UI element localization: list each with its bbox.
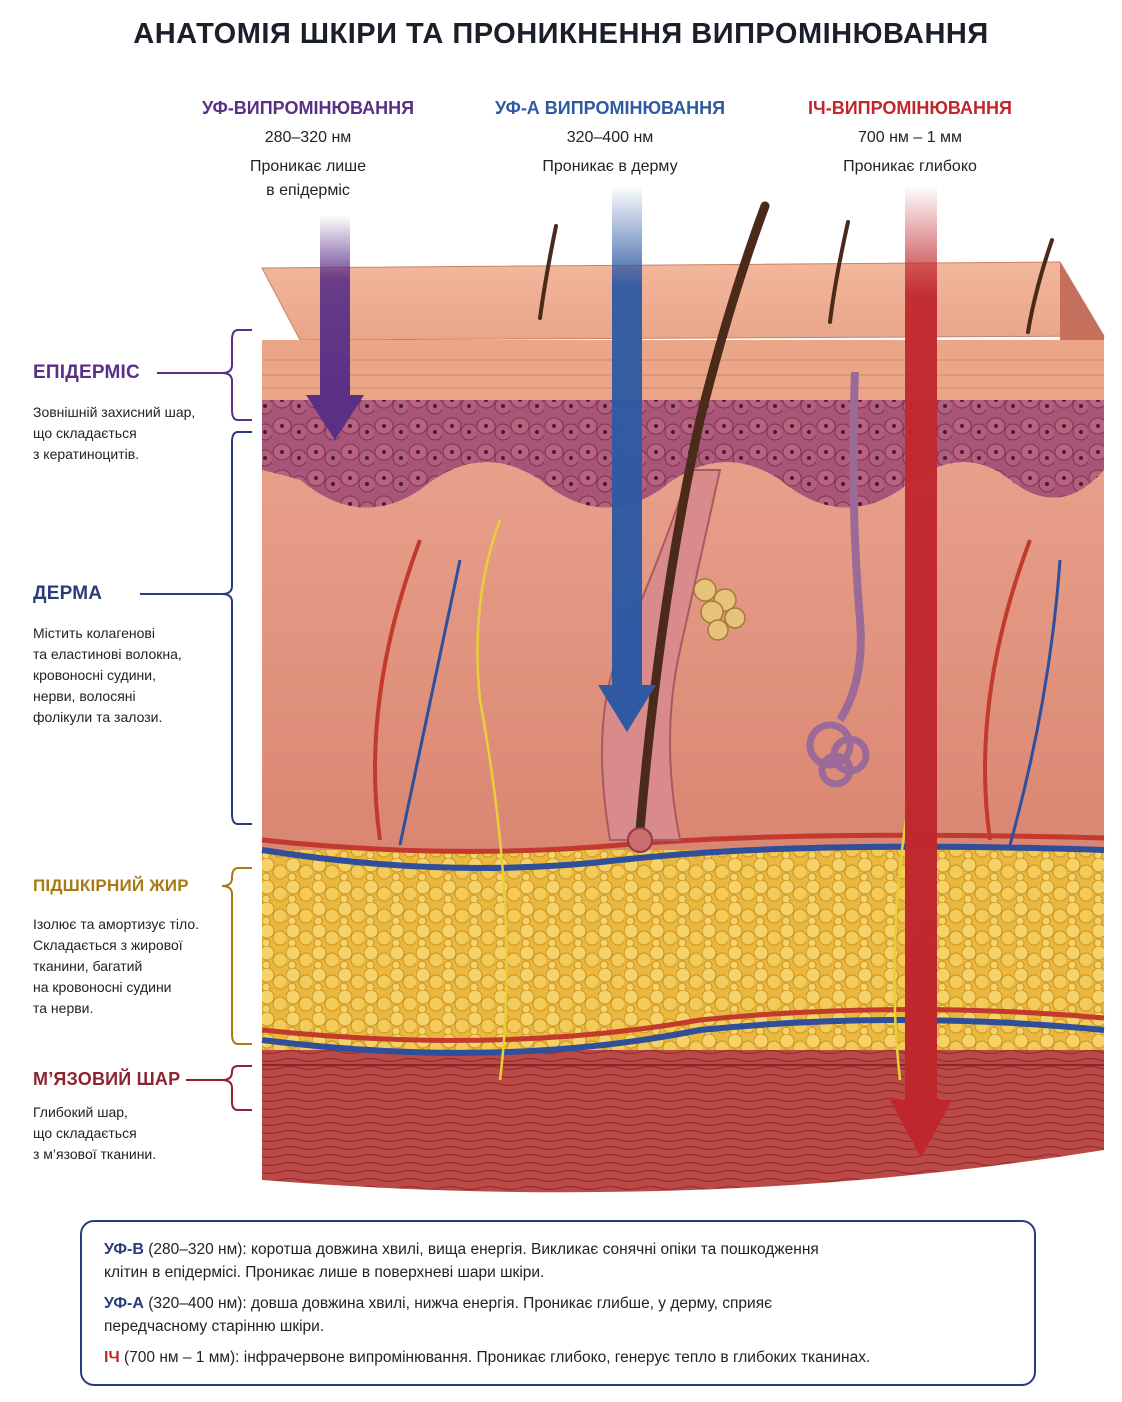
epidermis-bracket <box>157 329 252 421</box>
uva-arrow <box>598 185 656 732</box>
layer-name: М’ЯЗОВИЙ ШАР <box>33 1069 181 1089</box>
layer-desc-line: кровоносні судини, <box>33 667 156 683</box>
layer-desc-line: Містить колагенові <box>33 625 155 641</box>
layer-subcutaneous-fat: ПІДШКІРНИЙ ЖИР Ізолює та амортизує тіло.… <box>33 876 233 1019</box>
layer-desc-line: тканини, багатий <box>33 958 143 974</box>
legend-uva: УФ-А (320–400 нм): довша довжина хвилі, … <box>104 1292 1012 1338</box>
layer-desc-line: та нерви. <box>33 1000 94 1016</box>
layer-desc-line: що складається <box>33 1125 137 1141</box>
skin-diagram <box>140 185 1105 1193</box>
uvb-name: УФ-ВИПРОМІНЮВАННЯ <box>201 98 415 118</box>
layer-desc-line: Глибокий шар, <box>33 1104 128 1120</box>
layer-name: ЕПІДЕРМІС <box>33 362 140 383</box>
legend-text: клітин в епідермісі. Проникає лише в пов… <box>104 1264 545 1281</box>
layer-desc: Містить колагенові та еластинові волокна… <box>33 623 233 728</box>
legend-text: (320–400 нм): довша довжина хвилі, нижча… <box>143 1295 773 1312</box>
layer-name: ПІДШКІРНИЙ ЖИР <box>33 876 189 895</box>
layer-muscle: М’ЯЗОВИЙ ШАР Глибокий шар, що складаєтьс… <box>33 1069 233 1165</box>
layer-desc-line: та еластинові волокна, <box>33 646 182 662</box>
layer-desc-line: фолікули та залози. <box>33 709 163 725</box>
layer-name: ДЕРМА <box>33 583 103 604</box>
uvb-range: 280–320 нм <box>264 129 352 146</box>
ir-name: ІЧ-ВИПРОМІНЮВАННЯ <box>808 98 1012 118</box>
ir-range: 700 нм – 1 мм <box>857 129 963 146</box>
uva-desc-line1: Проникає в дерму <box>542 158 678 175</box>
legend-box: УФ-В (280–320 нм): коротша довжина хвилі… <box>80 1220 1036 1386</box>
uva-header: УФ-А ВИПРОМІНЮВАННЯ 320–400 нм Проникає … <box>470 98 750 179</box>
layer-desc-line: з м’язової тканини. <box>33 1146 157 1162</box>
dermis-bracket <box>140 431 252 825</box>
uva-name: УФ-А ВИПРОМІНЮВАННЯ <box>494 98 726 118</box>
legend-key: УФ-В <box>104 1241 144 1258</box>
page-title: АНАТОМІЯ ШКІРИ ТА ПРОНИКНЕННЯ ВИПРОМІНЮВ… <box>133 18 989 50</box>
uvb-header: УФ-ВИПРОМІНЮВАННЯ 280–320 нм Проникає ли… <box>168 98 448 203</box>
layer-desc-line: з кератиноцитів. <box>33 446 140 462</box>
legend-text: передчасному старінню шкіри. <box>104 1318 325 1335</box>
layer-desc-line: Ізолює та амортизує тіло. <box>33 916 199 932</box>
layer-desc-line: на кровоносні судини <box>33 979 172 995</box>
layer-desc-line: що складається <box>33 425 137 441</box>
layer-epidermis: ЕПІДЕРМІС Зовнішній захисний шар, що скл… <box>33 362 233 465</box>
ir-arrow <box>890 185 952 1158</box>
layer-dermis: ДЕРМА Містить колагенові та еластинові в… <box>33 583 233 728</box>
layer-desc: Ізолює та амортизує тіло. Складається з … <box>33 914 233 1019</box>
uvb-arrow <box>306 215 364 440</box>
layer-desc: Глибокий шар, що складається з м’язової … <box>33 1102 233 1165</box>
uva-range: 320–400 нм <box>566 129 654 146</box>
legend-key: ІЧ <box>104 1349 120 1366</box>
legend-text: (700 нм – 1 мм): інфрачервоне випромінюв… <box>119 1349 871 1366</box>
layer-desc-line: Зовнішній захисний шар, <box>33 404 196 420</box>
layer-desc-line: Складається з жирової <box>33 937 183 953</box>
ir-header: ІЧ-ВИПРОМІНЮВАННЯ 700 нм – 1 мм Проникає… <box>770 98 1050 179</box>
layer-desc-line: нерви, волосяні <box>33 688 136 704</box>
ir-desc-line1: Проникає глибоко <box>843 158 977 175</box>
uvb-desc-line2: в епідерміс <box>266 182 350 199</box>
uvb-desc-line1: Проникає лише <box>250 158 366 175</box>
fat-bracket <box>221 867 252 1045</box>
legend-uvb: УФ-В (280–320 нм): коротша довжина хвилі… <box>104 1238 1012 1284</box>
legend-text: (280–320 нм): коротша довжина хвилі, вищ… <box>143 1241 819 1258</box>
legend-key: УФ-А <box>104 1295 144 1312</box>
legend-ir: ІЧ (700 нм – 1 мм): інфрачервоне випромі… <box>104 1346 1012 1369</box>
layer-desc: Зовнішній захисний шар, що складається з… <box>33 402 233 465</box>
muscle-bracket <box>186 1065 252 1111</box>
